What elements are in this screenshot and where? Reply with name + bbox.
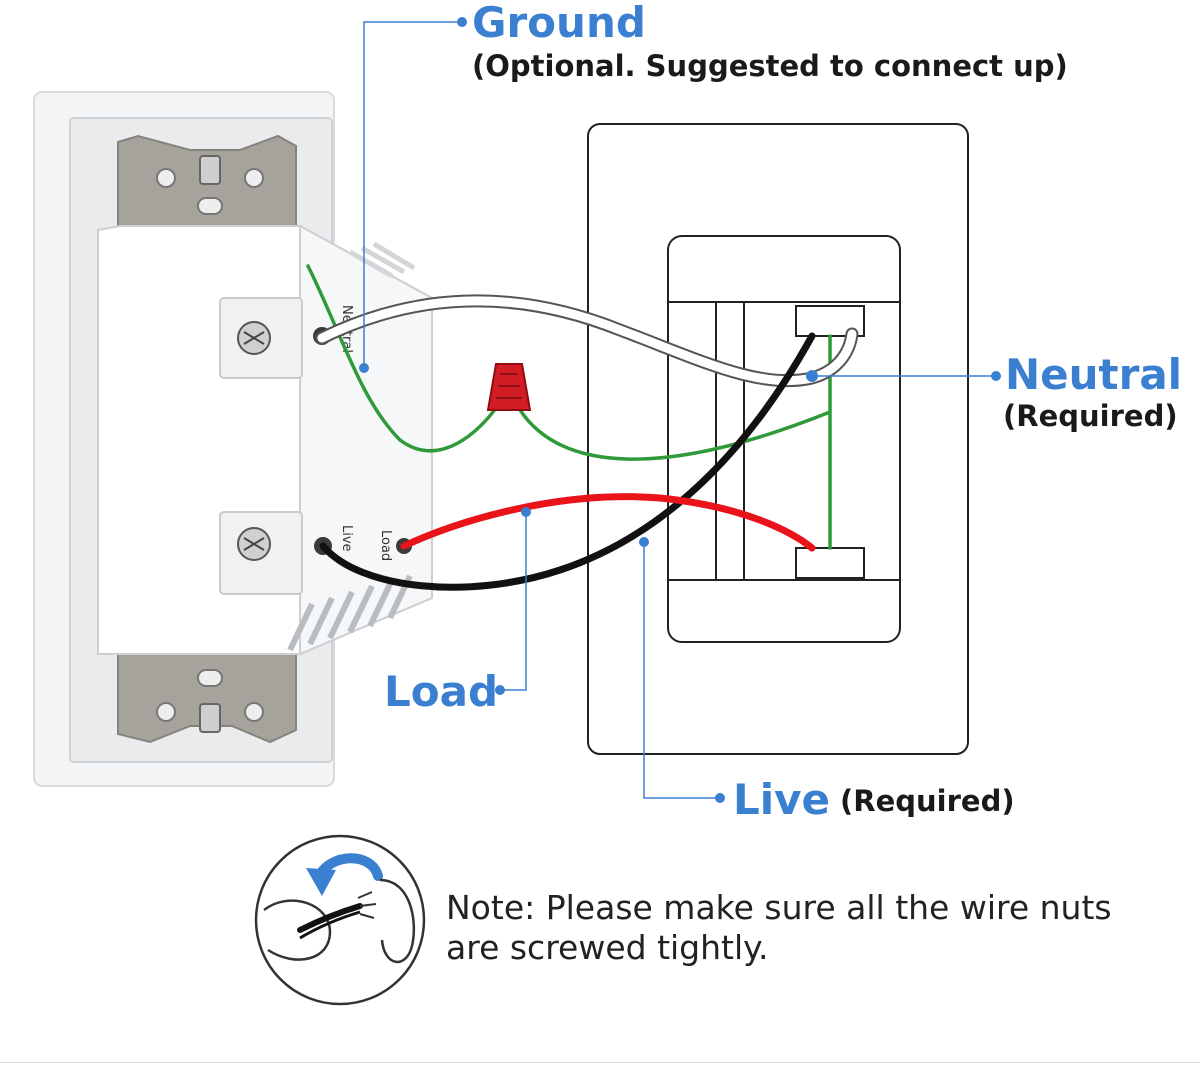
neutral-callout-note: (Required) — [1003, 399, 1178, 433]
callout-dots — [359, 17, 1001, 803]
ground-callout-note: (Optional. Suggested to connect up) — [472, 49, 1068, 83]
terminal-label-load: Load — [378, 530, 393, 561]
callout-leaders — [363, 21, 996, 799]
ground-wire — [306, 264, 498, 453]
load-callout-label: Load — [384, 667, 499, 716]
live-wire — [319, 332, 816, 591]
ground-callout-label: Ground — [472, 0, 646, 47]
neutral-callout-label: Neutral — [1005, 350, 1183, 399]
wires — [306, 264, 859, 591]
wall-box-icon — [587, 123, 969, 755]
live-callout-label: Live — [733, 775, 831, 824]
smart-switch-image — [33, 91, 433, 787]
wire-nut-note: Note: Please make sure all the wire nuts… — [446, 888, 1112, 967]
twist-hand-icon — [254, 834, 426, 1006]
wire-nut-icon — [486, 363, 532, 411]
live-callout-note: (Required) — [840, 784, 1015, 818]
bottom-divider — [0, 1062, 1200, 1063]
load-wire — [400, 493, 816, 552]
terminal-label-live: Live — [339, 525, 354, 552]
